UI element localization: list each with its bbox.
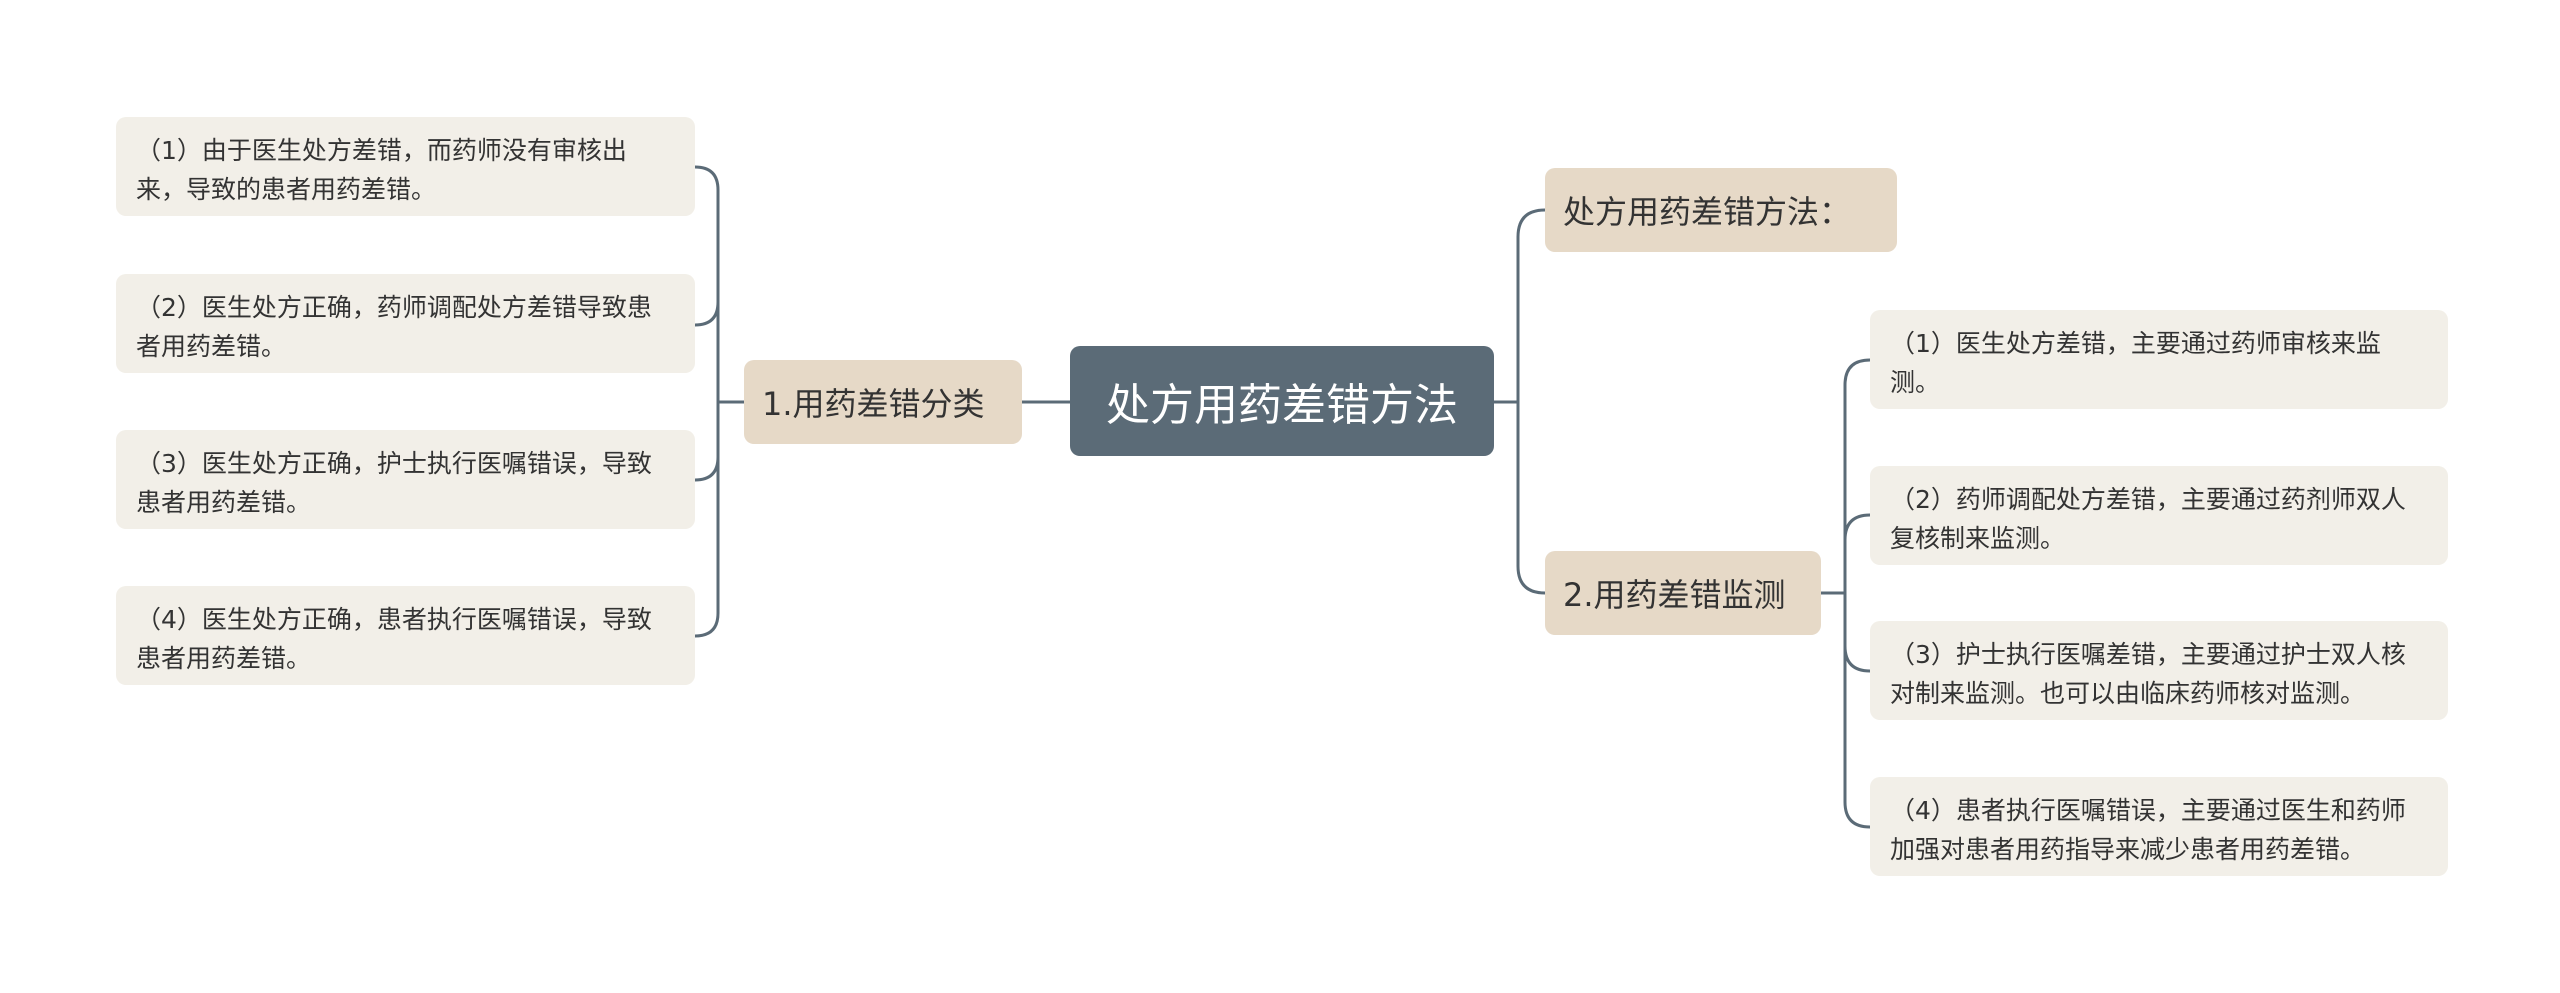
- connector-left-spine: [694, 165, 720, 638]
- leaf-text: （2）医生处方正确，药师调配处方差错导致患者用药差错。: [136, 293, 652, 361]
- branch-label-classification: 1.用药差错分类: [762, 385, 985, 423]
- leaf-node-monitoring-3[interactable]: （3）护士执行医嘱差错，主要通过护士双人核对制来监测。也可以由临床药师核对监测。: [1870, 621, 2448, 720]
- branch-label-monitoring: 2.用药差错监测: [1563, 576, 1786, 614]
- leaf-node-classification-2[interactable]: （2）医生处方正确，药师调配处方差错导致患者用药差错。: [116, 274, 695, 373]
- leaf-text: （4）患者执行医嘱错误，主要通过医生和药师加强对患者用药指导来减少患者用药差错。: [1890, 796, 2406, 864]
- connector-left-leaf-2: [694, 301, 720, 327]
- leaf-text: （1）医生处方差错，主要通过药师审核来监测。: [1890, 329, 2381, 397]
- leaf-node-monitoring-2[interactable]: （2）药师调配处方差错，主要通过药剂师双人复核制来监测。: [1870, 466, 2448, 565]
- connector-left-leaf-3: [694, 456, 720, 482]
- branch-node-classification[interactable]: 1.用药差错分类: [744, 360, 1022, 444]
- leaf-text: （3）医生处方正确，护士执行医嘱错误，导致患者用药差错。: [136, 449, 652, 517]
- leaf-node-classification-3[interactable]: （3）医生处方正确，护士执行医嘱错误，导致患者用药差错。: [116, 430, 695, 529]
- connector-right-leaf-3: [1843, 645, 1871, 673]
- branch-node-monitoring[interactable]: 2.用药差错监测: [1545, 551, 1821, 635]
- leaf-text: （2）药师调配处方差错，主要通过药剂师双人复核制来监测。: [1890, 485, 2406, 553]
- leaf-node-monitoring-4[interactable]: （4）患者执行医嘱错误，主要通过医生和药师加强对患者用药指导来减少患者用药差错。: [1870, 777, 2448, 876]
- leaf-text: （1）由于医生处方差错，而药师没有审核出来，导致的患者用药差错。: [136, 136, 627, 204]
- leaf-node-monitoring-1[interactable]: （1）医生处方差错，主要通过药师审核来监测。: [1870, 310, 2448, 409]
- leaf-text: （3）护士执行医嘱差错，主要通过护士双人核对制来监测。也可以由临床药师核对监测。: [1890, 640, 2406, 708]
- branch-node-methods[interactable]: 处方用药差错方法：: [1545, 168, 1897, 252]
- leaf-text: （4）医生处方正确，患者执行医嘱错误，导致患者用药差错。: [136, 605, 652, 673]
- leaf-node-classification-1[interactable]: （1）由于医生处方差错，而药师没有审核出来，导致的患者用药差错。: [116, 117, 695, 216]
- root-label: 处方用药差错方法: [1106, 380, 1458, 431]
- root-node[interactable]: 处方用药差错方法: [1070, 346, 1494, 456]
- leaf-node-classification-4[interactable]: （4）医生处方正确，患者执行医嘱错误，导致患者用药差错。: [116, 586, 695, 685]
- branch-label-methods: 处方用药差错方法：: [1563, 193, 1852, 231]
- connector-right-leaf-spine: [1843, 358, 1871, 829]
- connector-right-spine: [1516, 208, 1546, 595]
- connector-right-leaf-2: [1843, 513, 1871, 541]
